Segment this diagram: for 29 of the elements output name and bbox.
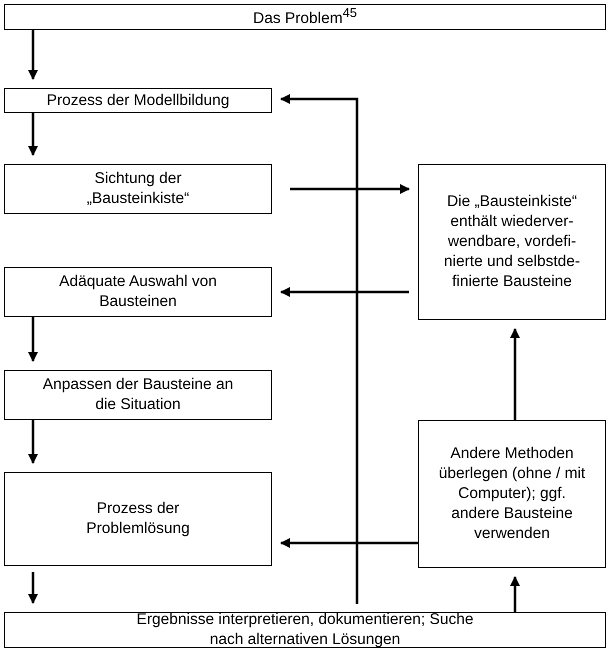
process-box bbox=[4, 164, 272, 214]
box-text: Prozess der Modellbildung bbox=[46, 90, 230, 110]
box-text: Anpassen der Bausteine an die Situation bbox=[42, 375, 234, 415]
process-box bbox=[4, 472, 272, 566]
process-box bbox=[418, 164, 606, 320]
arrow bbox=[510, 328, 520, 420]
box-text: Die „Bausteinkiste“ enthält wiederver- wendbare, vordefi- nierte und selbstde- finierte Bausteine bbox=[442, 192, 582, 292]
process-box bbox=[4, 370, 272, 420]
arrow bbox=[28, 420, 38, 464]
box-text: Andere Methoden überlegen (ohne / mit Computer); ggf. andere Bausteine verwenden bbox=[438, 444, 586, 544]
box-text: Adäquate Auswahl von Bausteinen bbox=[58, 272, 218, 312]
arrow bbox=[28, 30, 38, 80]
arrow bbox=[280, 94, 358, 604]
process-box bbox=[4, 612, 606, 648]
process-box bbox=[4, 267, 272, 317]
process-box bbox=[418, 420, 606, 568]
arrow bbox=[28, 317, 38, 362]
box-text: Prozess der Problemlösung bbox=[85, 499, 191, 539]
arrow bbox=[28, 572, 38, 604]
box-text: Das Problem$^{45}$ bbox=[253, 5, 357, 29]
box-text: Ergebnisse interpretieren, dokumentieren; Suche nach alternativen Lösungen bbox=[136, 610, 474, 650]
process-box bbox=[4, 4, 606, 30]
arrow bbox=[280, 287, 409, 297]
arrow bbox=[28, 113, 38, 156]
arrow bbox=[290, 184, 410, 194]
box-text: Sichtung der „Bausteinkiste“ bbox=[86, 169, 190, 209]
process-box bbox=[4, 88, 272, 113]
arrow bbox=[280, 538, 418, 548]
arrow bbox=[510, 576, 520, 612]
